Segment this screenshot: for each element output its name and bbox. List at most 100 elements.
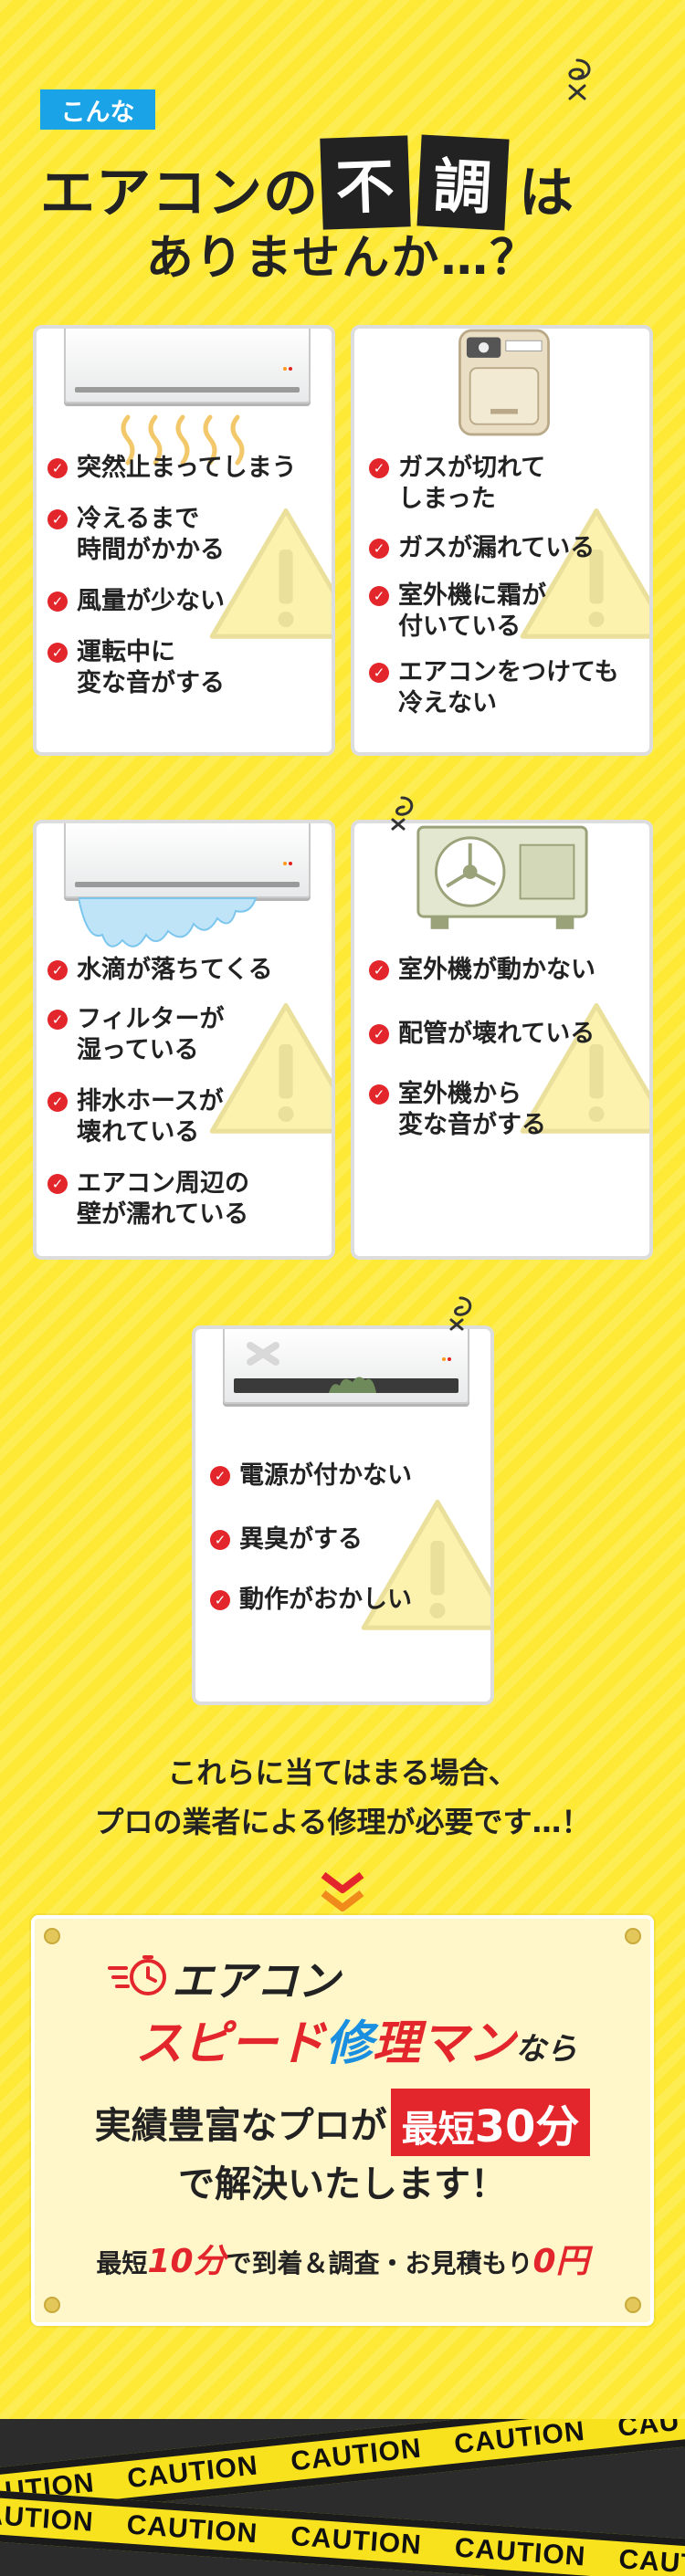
brand-riman: 理マン	[373, 2016, 516, 2071]
brand-nara: なら	[515, 2031, 578, 2068]
list-item: ✓室外機が動かない	[369, 955, 595, 986]
note-10min: 10分	[147, 2243, 227, 2280]
badge-fastest: 最短	[401, 2109, 475, 2151]
list-item: ✓エアコンをつけても 冷えない	[369, 657, 619, 719]
note-arrival: で到着＆調査・お見積もり	[226, 2248, 533, 2278]
note-free: 0円	[532, 2243, 589, 2280]
list-item: ✓動作がおかしい	[210, 1585, 412, 1616]
caution-text: CAUTION	[0, 2497, 95, 2538]
caution-text: CAUTION	[125, 2509, 259, 2550]
promo-note: 最短10分で到着＆調査・お見積もり0円	[35, 2235, 650, 2282]
list-item: ✓電源が付かない	[210, 1461, 412, 1492]
list-item: ✓異臭がする	[210, 1524, 363, 1555]
symptom-card-water-leak	[33, 820, 335, 1260]
title-kanji-cho: 調	[416, 134, 510, 231]
promo-subheadline: で解決いたします！	[178, 2163, 507, 2205]
list-item: ✓水滴が落ちてくる	[47, 955, 273, 986]
list-item: ✓突然止まってしまう	[47, 453, 297, 484]
aircon-indoor-illustration	[64, 823, 311, 898]
promo-headline: 実績豊富なプロが 最短30分	[35, 2089, 650, 2156]
brand-name-line1: エアコン	[172, 1956, 340, 2005]
outdoor-unit-illustration	[416, 825, 588, 929]
caution-text: CAUTION	[617, 2544, 685, 2576]
check-icon: ✓	[369, 663, 389, 683]
check-icon: ✓	[47, 643, 68, 663]
warning-triangle-icon	[361, 1499, 490, 1630]
message-line1: これらに当てはまる場合、	[167, 1755, 518, 1790]
check-icon: ✓	[210, 1590, 230, 1610]
header-tag: こんな	[40, 89, 155, 130]
title-text-after: は	[519, 162, 574, 225]
caution-text: CAUTION	[452, 2419, 587, 2460]
caution-text: CAUTION	[616, 2419, 685, 2443]
screw-icon	[44, 2297, 60, 2313]
warning-triangle-icon	[520, 508, 649, 639]
check-icon: ✓	[47, 1092, 68, 1112]
list-item: ✓室外機に霜が 付いている	[369, 581, 546, 643]
brand-name-line2: スピード修理マンなら	[135, 2005, 577, 2073]
symptom-card-power	[192, 1325, 494, 1705]
list-item: ✓室外機から 変な音がする	[369, 1079, 546, 1141]
badge-30min: 30分	[474, 2101, 580, 2152]
check-icon: ✓	[369, 586, 389, 606]
promo-headline-text: 実績豊富なプロが	[94, 2105, 387, 2147]
brand-speed: スピード	[135, 2016, 326, 2071]
list-item: ✓冷えるまで 時間がかかる	[47, 504, 225, 566]
warning-triangle-icon	[209, 1002, 332, 1134]
check-icon: ✓	[47, 592, 68, 612]
bandage-icon	[247, 1342, 279, 1366]
check-icon: ✓	[47, 1174, 68, 1194]
check-icon: ✓	[210, 1466, 230, 1486]
list-item: ✓フィルターが 湿っている	[47, 1004, 224, 1066]
hot-air-waves-icon	[121, 414, 245, 466]
list-item: ✓排水ホースが 壊れている	[47, 1086, 224, 1148]
list-item: ✓ガスが切れて しまった	[369, 453, 545, 515]
promo-box: エアコン スピード修理マンなら 実績豊富なプロが 最短30分 で解決いたします！…	[31, 1915, 654, 2326]
speed-timer-icon	[108, 1955, 166, 1995]
warning-triangle-icon	[209, 508, 332, 639]
check-icon: ✓	[210, 1530, 230, 1550]
note-fastest: 最短	[96, 2248, 148, 2278]
check-icon: ✓	[47, 509, 68, 529]
caution-text: CAUTION	[289, 2433, 424, 2477]
title-kanji-fu: 不	[320, 135, 411, 230]
aircon-indoor-illustration	[64, 329, 311, 403]
check-icon: ✓	[47, 960, 68, 980]
list-item: ✓運転中に 変な音がする	[47, 637, 225, 699]
list-item: ✓配管が壊れている	[369, 1019, 595, 1050]
mold-icon	[329, 1377, 376, 1393]
water-drip-icon	[79, 897, 258, 948]
worry-scribble-icon	[391, 796, 414, 831]
caution-tape-lower: CAUTION CAUTION CAUTION CAUTION CAUTION	[0, 2487, 685, 2576]
gas-meter-illustration	[458, 329, 550, 436]
screw-icon	[625, 2297, 641, 2313]
check-icon: ✓	[47, 458, 68, 478]
caution-text: CAUTION	[290, 2521, 423, 2560]
worry-scribble-icon	[449, 1296, 472, 1331]
caution-tape-area: CAUTION CAUTION CAUTION CAUTION CAUTION …	[0, 2419, 685, 2576]
message-line2: プロの業者による修理が必要です…！	[94, 1805, 591, 1839]
brand-shu: 修	[325, 2016, 374, 2071]
check-icon: ✓	[369, 1084, 389, 1105]
worry-scribble-icon	[568, 58, 591, 100]
page-title-line2: ありませんか…？	[145, 231, 540, 286]
symptom-card-outdoor-unit	[351, 820, 653, 1260]
check-icon: ✓	[369, 960, 389, 980]
warning-triangle-icon	[520, 1002, 649, 1134]
screw-icon	[44, 1928, 60, 1944]
check-icon: ✓	[47, 1010, 68, 1030]
list-item: ✓風量が少ない	[47, 586, 225, 617]
page-title-line1: エアコンの 不 調 は	[40, 128, 574, 231]
title-text-before: エアコンの	[40, 162, 319, 225]
list-item: ✓エアコン周辺の 壁が濡れている	[47, 1168, 249, 1230]
caution-text: CAUTION	[453, 2532, 587, 2572]
check-icon: ✓	[369, 458, 389, 478]
screw-icon	[625, 1928, 641, 1944]
chevron-down-icon	[321, 1871, 364, 1911]
list-item: ✓ガスが漏れている	[369, 533, 595, 564]
check-icon: ✓	[369, 539, 389, 559]
promo-fastest-badge: 最短30分	[390, 2089, 591, 2156]
symptom-card-gas	[351, 325, 653, 756]
symptom-card-indoor-unit	[33, 325, 335, 756]
check-icon: ✓	[369, 1024, 389, 1044]
